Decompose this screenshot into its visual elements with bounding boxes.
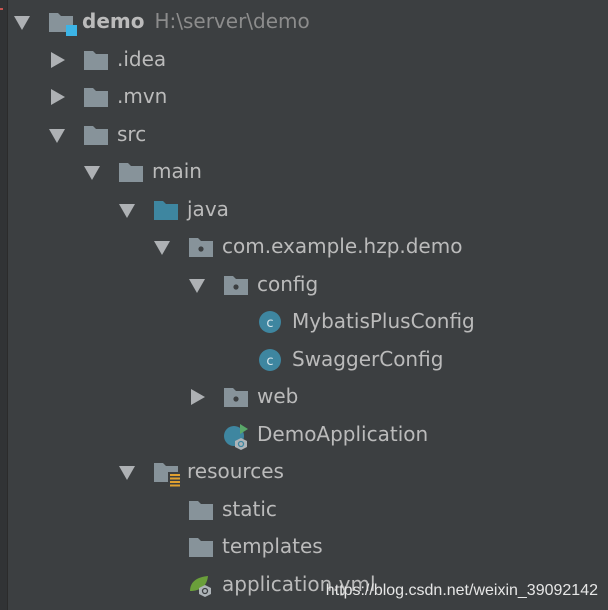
tree-node-label: resources (187, 459, 284, 483)
svg-text:c: c (266, 316, 273, 331)
tree-node-demo[interactable]: demo H:\server\demo (0, 3, 608, 41)
node-name: DemoApplication (257, 421, 429, 446)
folder-icon (188, 499, 214, 521)
spring-config-icon (188, 573, 214, 597)
folder-icon (83, 124, 109, 146)
tree-node-label: application.yml (222, 572, 376, 596)
tree-node-src[interactable]: src (0, 116, 608, 154)
tree-node-java[interactable]: java (0, 191, 608, 229)
expand-arrow-down-icon[interactable] (154, 241, 170, 255)
tree-node-label: templates (222, 534, 323, 558)
tree-node-label: SwaggerConfig (292, 347, 443, 371)
folder-icon (83, 86, 109, 108)
node-name: src (117, 121, 147, 146)
source-folder-icon (153, 199, 179, 221)
tree-node-label: demo H:\server\demo (82, 9, 310, 33)
tree-node-label: main (152, 159, 202, 183)
expand-arrow-down-icon[interactable] (14, 16, 30, 30)
tree-node-main[interactable]: main (0, 153, 608, 191)
watermark: https://blog.csdn.net/weixin_39092142 (325, 582, 598, 599)
package-icon (223, 274, 249, 296)
tree-node-application-yml[interactable]: application.yml (0, 566, 608, 604)
expand-arrow-down-icon[interactable] (49, 128, 65, 143)
tree-node-label: static (222, 497, 277, 521)
tree-node-label: .idea (117, 47, 166, 71)
tree-node-label: web (257, 384, 298, 408)
node-name: templates (222, 534, 323, 558)
expand-arrow-down-icon[interactable] (119, 203, 135, 218)
node-name: .mvn (117, 84, 168, 108)
package-icon (223, 386, 249, 408)
class-icon: c (258, 310, 284, 333)
node-name: main (152, 159, 202, 183)
tree-node-com-example-hzp-demo[interactable]: com.example.hzp.demo (0, 228, 608, 266)
tree-node-swaggerconfig[interactable]: c SwaggerConfig (0, 341, 608, 379)
expand-arrow-down-icon[interactable] (189, 278, 205, 293)
tree-node-label: java (187, 197, 229, 221)
tree-node-label: MybatisPlusConfig (292, 309, 475, 333)
tree-node-label: src (117, 122, 146, 146)
tree-node-mvn[interactable]: .mvn (0, 78, 608, 116)
tree-node-demoapplication[interactable]: DemoApplication (0, 416, 608, 454)
tree-node-mybatisplusconfig[interactable]: c MybatisPlusConfig (0, 303, 608, 341)
module-path: H:\server\demo (154, 9, 310, 33)
tree-node-web[interactable]: web (0, 378, 608, 416)
node-name: .idea (117, 46, 167, 71)
tree-node-label: DemoApplication (257, 422, 428, 446)
tree-node-resources[interactable]: resources (0, 453, 608, 491)
tree-node-idea[interactable]: .idea (0, 41, 608, 79)
node-name: application.yml (222, 571, 376, 596)
package-icon (188, 236, 214, 258)
node-name: web (257, 384, 299, 408)
node-name: demo (82, 9, 145, 33)
tree-node-label: config (257, 272, 318, 296)
node-name: com.example.hzp.demo (222, 234, 463, 258)
expand-arrow-down-icon[interactable] (84, 166, 100, 180)
collapse-arrow-right-icon[interactable] (51, 51, 65, 68)
node-name: java (187, 196, 229, 221)
expand-arrow-down-icon[interactable] (119, 466, 135, 480)
tree-node-label: com.example.hzp.demo (222, 234, 462, 258)
node-name: resources (187, 459, 284, 483)
folder-icon (83, 49, 109, 71)
folder-icon (118, 161, 144, 183)
gutter-marker (0, 8, 3, 10)
module-folder-icon (48, 11, 77, 36)
resources-folder-icon (153, 461, 182, 487)
tree-node-static[interactable]: static (0, 491, 608, 529)
svg-text:c: c (266, 354, 273, 369)
tree-node-templates[interactable]: templates (0, 528, 608, 566)
node-name: config (257, 271, 319, 296)
tree-node-config[interactable]: config (0, 266, 608, 304)
node-name: static (222, 496, 277, 521)
tree-node-label: .mvn (117, 84, 167, 108)
collapse-arrow-right-icon[interactable] (191, 389, 205, 405)
collapse-arrow-right-icon[interactable] (51, 89, 65, 105)
class-icon: c (258, 348, 284, 371)
editor-gutter (0, 0, 8, 610)
folder-icon (188, 536, 214, 558)
node-name: MybatisPlusConfig (292, 309, 475, 333)
node-name: SwaggerConfig (292, 346, 444, 371)
spring-boot-class-icon (223, 423, 249, 450)
